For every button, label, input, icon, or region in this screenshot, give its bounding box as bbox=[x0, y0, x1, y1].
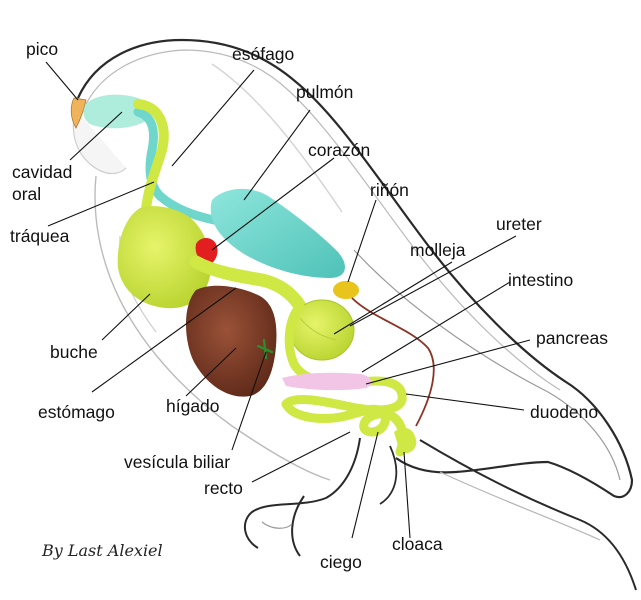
beak-shape bbox=[70, 97, 87, 129]
crop-shape bbox=[117, 206, 211, 309]
label-esofago: esófago bbox=[232, 44, 294, 64]
artist-signature: By Last Alexiel bbox=[41, 541, 163, 560]
label-recto: recto bbox=[204, 478, 243, 498]
label-cloaca: cloaca bbox=[392, 534, 443, 554]
oral-cavity-shape bbox=[83, 94, 149, 129]
label-pulmon: pulmón bbox=[296, 82, 353, 102]
intestine-shape bbox=[281, 399, 408, 457]
liver-shape bbox=[186, 285, 277, 397]
label-molleja: molleja bbox=[410, 240, 466, 260]
bird-outline bbox=[72, 38, 637, 591]
gallbladder-shape bbox=[256, 338, 274, 360]
label-intestino: intestino bbox=[508, 270, 573, 290]
label-estomago: estómago bbox=[38, 402, 115, 422]
label-pico: pico bbox=[26, 39, 58, 59]
label-corazon: corazón bbox=[308, 140, 370, 160]
label-buche: buche bbox=[50, 342, 98, 362]
duodenum-loop-shape bbox=[281, 301, 407, 415]
cloaca-shape bbox=[394, 427, 417, 454]
label-ureter: ureter bbox=[496, 214, 542, 234]
kidney-shape bbox=[333, 281, 359, 299]
label-higado: hígado bbox=[166, 396, 220, 416]
leader-lines bbox=[45, 61, 531, 539]
stomach-shape bbox=[189, 255, 307, 313]
label-ciego: ciego bbox=[320, 552, 362, 572]
lung-shape bbox=[210, 188, 345, 278]
pancreas-shape bbox=[282, 372, 372, 391]
label-duodeno: duodeno bbox=[530, 402, 598, 422]
esophagus-shape bbox=[133, 99, 169, 215]
label-rinon: riñón bbox=[370, 180, 409, 200]
label-vesicula-biliar: vesícula biliar bbox=[124, 452, 230, 472]
label-pancreas: pancreas bbox=[536, 328, 608, 348]
label-traquea: tráquea bbox=[10, 226, 70, 246]
ureter-shape bbox=[351, 297, 435, 427]
